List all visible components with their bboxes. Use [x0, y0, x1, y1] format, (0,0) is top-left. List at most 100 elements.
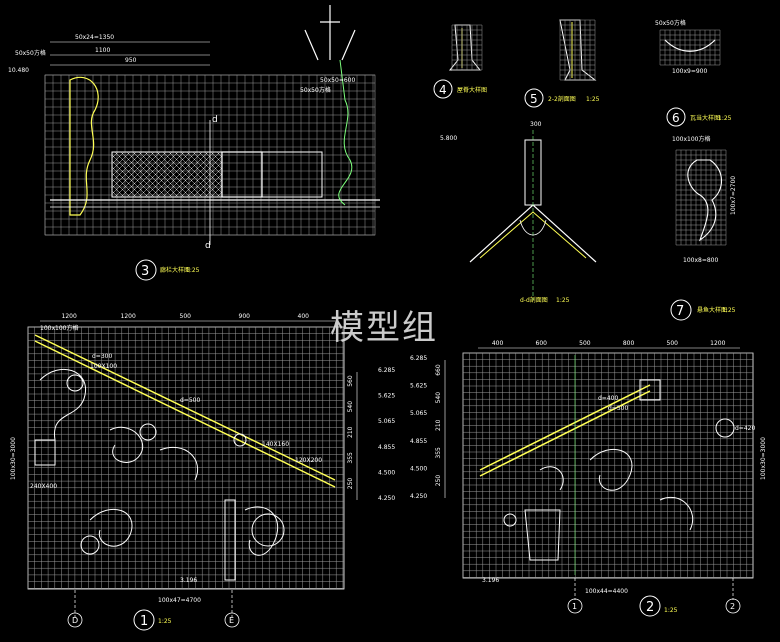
detail-5-group: 5 2-2剖面图 1:25: [524, 19, 600, 108]
detail-7-group: 100x100方格 100x8=800 100x7=2700 7 悬鱼大样图 1…: [670, 135, 737, 321]
detail-3-scale: 1:25: [186, 267, 200, 274]
detail-1-level-0: 6.285: [378, 367, 395, 374]
mark-d500-right: d=500: [608, 405, 628, 412]
detail-3-number: 3: [141, 264, 149, 279]
dim-grid-left: 50x50方格: [15, 49, 46, 57]
mark-3196-left: 3.196: [180, 577, 197, 584]
detail-2-spacing-4: 250: [435, 475, 442, 487]
detail-2-spacing-2: 210: [435, 419, 442, 431]
finial-right: [338, 59, 353, 206]
detail-7-number: 7: [676, 304, 684, 319]
detail-7-scale: 1:25: [722, 307, 736, 314]
detail-6-title: 瓦当大样图: [690, 114, 720, 122]
detail-1-top-dim-4: 400: [298, 313, 310, 320]
axis-e-label: E: [229, 616, 234, 625]
hanging-ornament-left: [69, 76, 99, 216]
mark-d500: d=500: [180, 397, 200, 404]
detail-4-callout: [433, 79, 453, 99]
detail-5-title: 2-2剖面图: [548, 95, 576, 103]
detail-1-level-3: 4.855: [378, 444, 395, 451]
detail-1-group: 1200 1200 500 900 400 6.285 5.625 5.065 4.855 4.…: [10, 313, 395, 631]
detail-2-scale: 1:25: [664, 607, 678, 614]
detail-1-grid-label: 100x100方格: [40, 324, 78, 332]
detail-2-level-3: 4.855: [410, 438, 427, 445]
detail-1-spacing-2: 210: [347, 426, 354, 438]
detail-1-height: 100x30=3000: [10, 437, 17, 480]
detail-1-elevations: 6.2855.6255.0654.8554.5004.2505605402103…: [347, 367, 395, 502]
section-dd-scale: 1:25: [556, 297, 570, 304]
svg-text:300: 300: [530, 121, 542, 128]
level-top: 10.480: [8, 67, 29, 74]
axis-1-bubble: [567, 598, 583, 614]
detail-1-level-1: 5.625: [378, 393, 395, 400]
dim-grid-right: 50x50方格: [300, 86, 331, 94]
detail-2-top-dim-5: 1200: [710, 340, 725, 347]
detail-3-callout: [135, 259, 157, 281]
detail-1-level-4: 4.500: [378, 469, 395, 476]
level-dd: 5.800: [440, 135, 457, 142]
detail-1-spacing-0: 560: [347, 375, 354, 387]
detail-3-group: 50x24=1350 1100 950 50x50方格 50x50方格 50x5…: [8, 5, 457, 281]
detail-2-top-dim-0: 400: [492, 340, 504, 347]
detail-4-number: 4: [439, 83, 447, 97]
detail-1-top-dim-1: 1200: [121, 313, 136, 320]
detail-2-top-dim-3: 800: [623, 340, 635, 347]
detail-2-level-4: 4.500: [410, 465, 427, 472]
svg-text:d: d: [205, 241, 211, 251]
axis-d-bubble: [67, 612, 83, 628]
detail-2-number: 2: [646, 600, 654, 615]
detail-1-callout: [133, 609, 155, 631]
detail-2-spacing-1: 540: [435, 392, 442, 404]
mark-100x100: 100X100: [90, 363, 117, 370]
detail-6-width: 100x9=900: [672, 68, 707, 75]
axis-1-label: 1: [572, 602, 577, 611]
detail-5-scale: 1:25: [586, 96, 600, 103]
mark-d300: d=300: [92, 353, 112, 360]
axis-e-bubble: [224, 612, 240, 628]
detail-7-callout: [670, 299, 692, 321]
detail-2-level-2: 5.065: [410, 410, 427, 417]
detail-2-spacing-0: 660: [435, 364, 442, 376]
railing-post: [221, 151, 263, 198]
detail-3-title: 廊栏大样图: [160, 266, 190, 274]
detail-1-top-dim-0: 1200: [62, 313, 77, 320]
mark-240x400: 240X400: [30, 483, 57, 490]
detail-7-title: 悬鱼大样图: [697, 306, 727, 314]
detail-4-group: 4 屋脊大样图: [433, 24, 487, 99]
detail-2-top-dim-1: 600: [536, 340, 548, 347]
detail-1-top-dim-2: 500: [180, 313, 192, 320]
detail-7-height: 100x7=2700: [730, 176, 737, 215]
dim-top-a: 50x24=1350: [75, 34, 114, 41]
detail-6-callout: [666, 107, 686, 127]
svg-text:d: d: [212, 115, 218, 125]
detail-2-top-dim-2: 500: [579, 340, 591, 347]
detail-1-top-dimensions: 1200 1200 500 900 400: [40, 313, 335, 322]
mark-120x200: 120X200: [295, 457, 322, 464]
detail-1-spacing-3: 355: [347, 452, 354, 464]
detail-5-callout: [524, 88, 544, 108]
dim-top-c: 950: [125, 57, 137, 64]
detail-1-top-dim-3: 900: [239, 313, 251, 320]
detail-1-level-2: 5.065: [378, 418, 395, 425]
dim-top-b: 1100: [95, 47, 110, 54]
detail-7-width: 100x8=800: [683, 257, 718, 264]
detail-6-scale: 1:25: [718, 115, 732, 122]
trident-ornament: [304, 5, 356, 61]
detail-2-width: 100x44=4400: [585, 588, 628, 595]
detail-1-level-5: 4.250: [378, 495, 395, 502]
detail-2-elevations: 6.2855.6255.0654.8554.5004.2506605402103…: [410, 355, 446, 500]
detail-6-group: 50x50方格 100x9=900 6 瓦当大样图 1:25: [655, 19, 732, 127]
dim-top-f: 50x50=600: [320, 77, 355, 84]
mark-d400: d=400: [598, 395, 618, 402]
mark-140x160: 140X160: [262, 441, 289, 448]
detail-6-number: 6: [672, 111, 680, 125]
detail-5-number: 5: [530, 92, 538, 106]
watermark: 模型组: [330, 308, 438, 348]
detail-1-rafter: [34, 334, 336, 488]
detail-2-level-0: 6.285: [410, 355, 427, 362]
mark-3196-right: 3.196: [482, 577, 499, 584]
detail-2-rafter: [479, 384, 651, 477]
detail-6-grid-label: 50x50方格: [655, 19, 686, 27]
